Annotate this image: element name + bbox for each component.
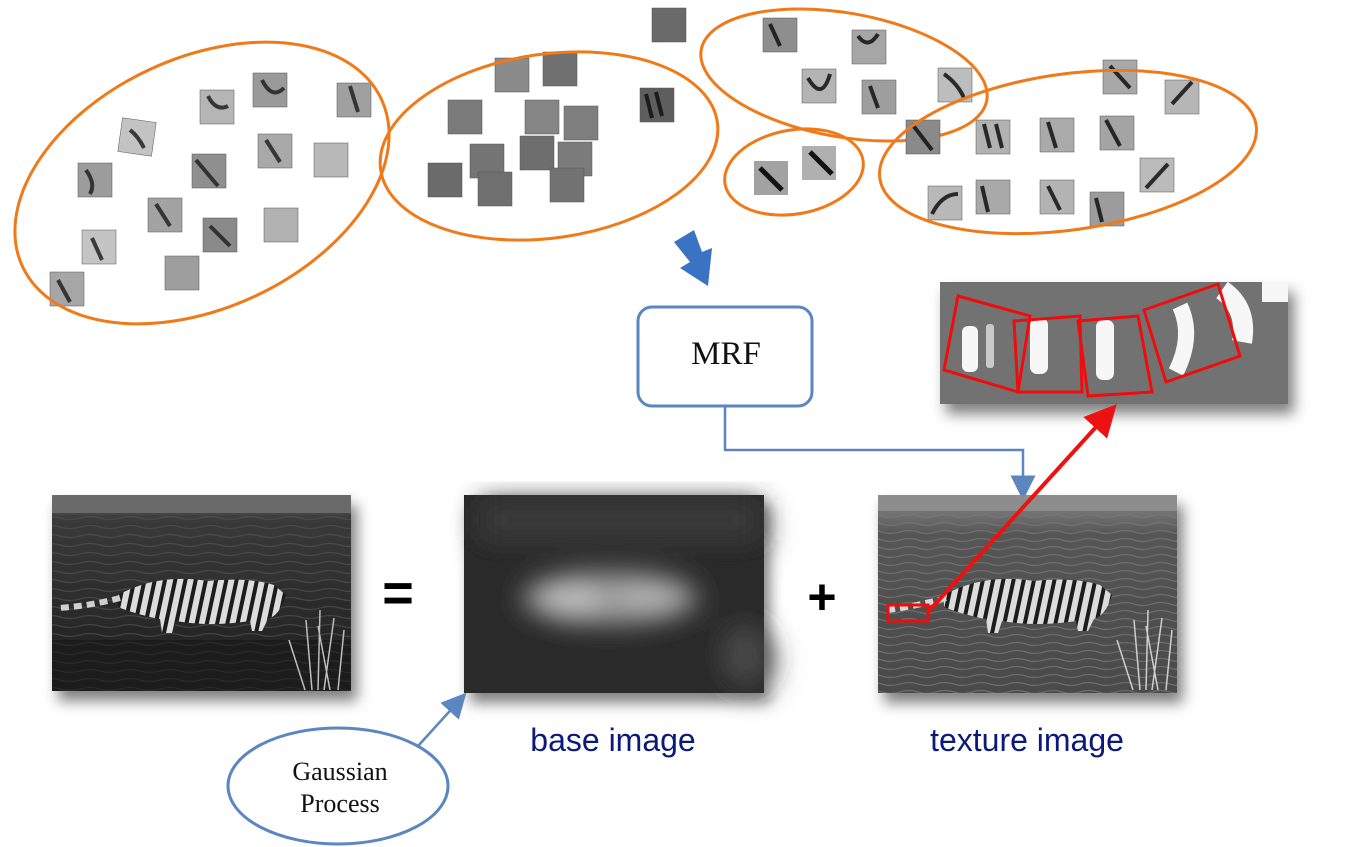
base-image-blurred: [464, 495, 769, 693]
texture-image: [878, 495, 1177, 693]
cluster-4-outline: [723, 127, 865, 217]
cluster-5-outline: [878, 68, 1258, 236]
gaussian-process-label: Gaussian Process: [230, 756, 450, 820]
gaussian-process-ellipse: [226, 726, 450, 846]
cluster-2-outline: [378, 50, 720, 242]
plus-sign: +: [807, 569, 837, 625]
patch-cluster-5: [905, 59, 1200, 227]
tiger-original-image: [52, 495, 351, 691]
patch-cluster-3: [639, 7, 973, 123]
cluster-1-outline: [13, 40, 391, 326]
gaussian-to-base-arrow: [417, 692, 467, 747]
patch-cluster-4: [754, 146, 836, 195]
zoom-arrow: [926, 404, 1117, 614]
gaussian-process-line2: Process: [300, 789, 380, 818]
equals-sign: =: [382, 563, 414, 623]
cluster-3-outline: [699, 7, 989, 143]
base-image-label: base image: [530, 722, 696, 758]
gaussian-process-line1: Gaussian: [292, 757, 388, 786]
mrf-label: MRF: [691, 336, 761, 372]
mrf-to-texture-connector: [723, 406, 1036, 501]
texture-image-label: texture image: [930, 722, 1124, 758]
texture-zoom-inset: [940, 281, 1288, 404]
patch-cluster-2: [427, 51, 599, 207]
down-arrow-icon: [674, 230, 712, 286]
patch-cluster-1: [49, 72, 372, 307]
